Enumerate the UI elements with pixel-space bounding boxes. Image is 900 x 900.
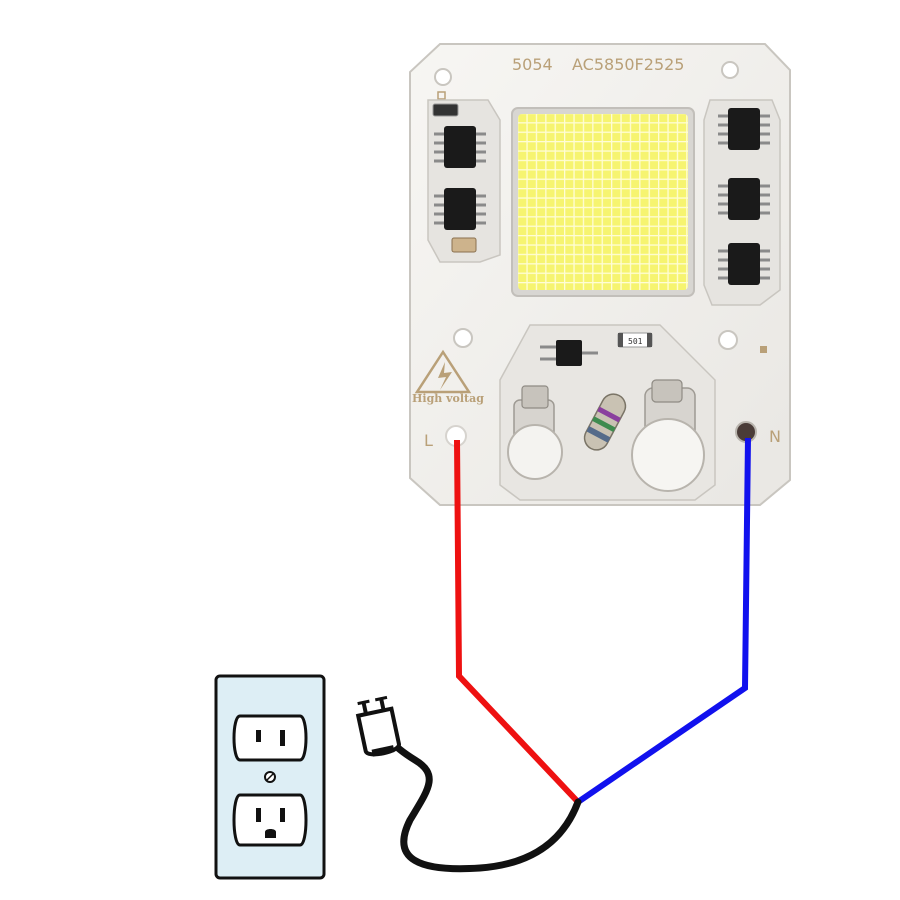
resistor-marking: 501 [628,337,643,346]
outlet-icon [214,674,326,880]
fuse-resistor [583,393,627,451]
mount-hole-top-right [721,61,739,79]
bridge-component-left [507,385,563,480]
receptacle-bottom [232,793,308,847]
driver-ic [434,126,486,168]
terminal-label-live: L [424,431,433,450]
model-code-label: 5054 [512,55,553,74]
plug-icon [355,695,401,757]
driver-ic [434,188,486,230]
power-cord [386,736,582,873]
warning-label: High voltag [412,392,484,405]
bridge-component-right [631,379,705,492]
live-wire [454,439,581,805]
high-voltage-warning-icon [414,349,472,394]
mount-hole-top-left [434,68,452,86]
receptacle-top [232,714,308,762]
led-die [518,114,688,290]
mount-hole-mid-left [453,328,473,348]
terminal-label-neutral: N [769,427,781,446]
driver-ic [718,108,770,150]
led-module: 5054 AC5850F2525 [409,43,791,506]
mount-hole-mid-right [718,330,738,350]
driver-ic [718,178,770,220]
driver-ic [718,243,770,285]
neutral-wire [576,437,751,805]
part-number-label: AC5850F2525 [572,55,684,74]
